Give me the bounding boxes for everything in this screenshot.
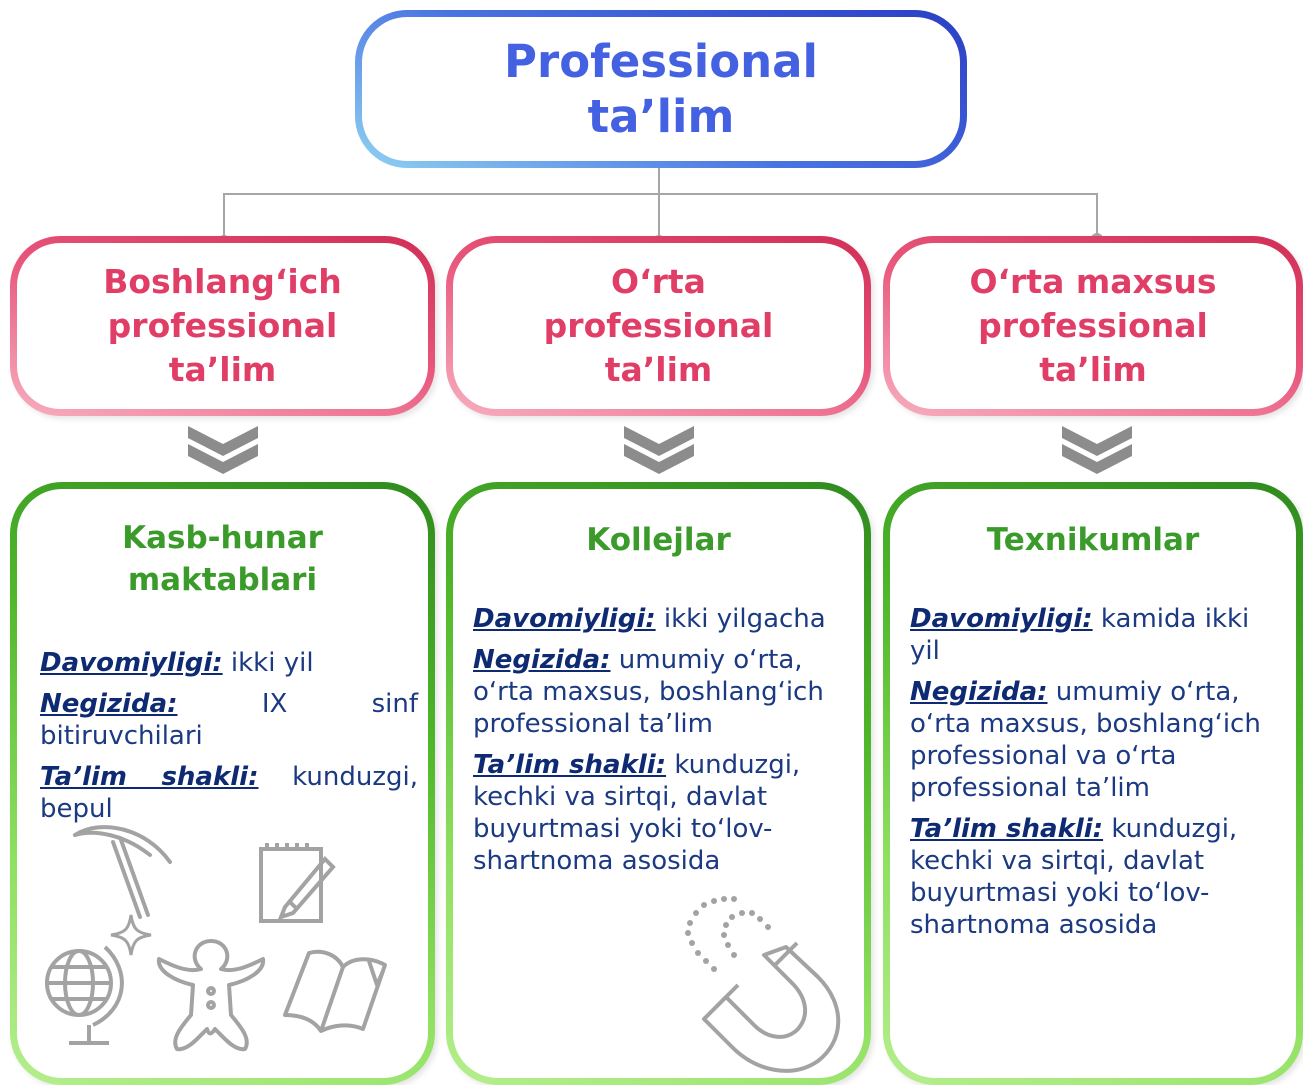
institution-details: Davomiyligi: kamida ikki yil Negizida: u… <box>910 603 1282 950</box>
level-title-secondary: O‘rta professional ta’lim <box>543 262 774 389</box>
basis-value: umumiy o‘rta, o‘rta maxsus, boshlang‘ich… <box>910 677 1261 803</box>
basis-label: Negizida: <box>40 689 178 719</box>
duration-label: Davomiyligi: <box>910 604 1093 634</box>
form-label: Ta’lim shakli: <box>910 814 1104 844</box>
duration-value: ikki yil <box>222 648 314 678</box>
basis-label: Negizida: <box>473 645 611 675</box>
globe-icon <box>45 945 124 1045</box>
level-title-primary: Boshlang‘ich professional ta’lim <box>103 262 342 389</box>
form-label: Ta’lim shakli: <box>473 750 667 780</box>
institution-title: Texnikumlar <box>986 522 1200 558</box>
duration-value: ikki yilgacha <box>655 604 826 634</box>
root-title: Professional ta’lim <box>504 35 818 143</box>
institution-details: Davomiyligi: ikki yil Negizida: IX sinf … <box>40 647 418 834</box>
magnet-icon <box>685 896 841 1073</box>
level-node-specialized: O‘rta maxsus professional ta’lim <box>883 236 1303 416</box>
notepad-icon <box>259 843 336 923</box>
level-node-secondary: O‘rta professional ta’lim <box>446 236 871 416</box>
form-value: kunduzgi, kechki va sirtqi, davlat buyur… <box>910 814 1238 940</box>
level-node-primary: Boshlang‘ich professional ta’lim <box>10 236 435 416</box>
chevron-down-icon <box>188 426 258 474</box>
duration-value: kamida ikki yil <box>910 604 1250 666</box>
institution-title: Kasb-hunar maktablari <box>122 520 323 598</box>
duration-label: Davomiyligi: <box>40 648 223 678</box>
duration-label: Davomiyligi: <box>473 604 656 634</box>
institution-details: Davomiyligi: ikki yilgacha Negizida: umu… <box>473 603 848 886</box>
sparkle-icon <box>110 914 152 956</box>
basis-label: Negizida: <box>910 677 1048 707</box>
institution-card-technical: Texnikumlar Davomiyligi: kamida ikki yil… <box>883 482 1303 1085</box>
pickaxe-icon <box>73 825 172 919</box>
basis-value: umumiy o‘rta, o‘rta maxsus, boshlang‘ich… <box>473 645 824 739</box>
chevron-down-icon <box>624 426 694 474</box>
form-value: kunduzgi, kechki va sirtqi, davlat buyur… <box>473 750 801 876</box>
institution-card-vocational: Kasb-hunar maktablari Davomiyligi: ikki … <box>10 482 435 1085</box>
form-label: Ta’lim shakli: <box>40 762 259 792</box>
book-icon <box>283 949 387 1033</box>
institution-title: Kollejlar <box>586 522 731 558</box>
basis-value: IX sinf bitiruvchilari <box>40 689 418 751</box>
gingerbread-icon <box>156 939 266 1052</box>
level-title-specialized: O‘rta maxsus professional ta’lim <box>969 262 1217 389</box>
chevron-down-icon <box>1062 426 1132 474</box>
institution-card-college: Kollejlar Davomiyligi: ikki yilgacha Neg… <box>446 482 871 1085</box>
form-value: kunduzgi, bepul <box>40 762 418 824</box>
root-node: Professional ta’lim <box>355 10 967 168</box>
